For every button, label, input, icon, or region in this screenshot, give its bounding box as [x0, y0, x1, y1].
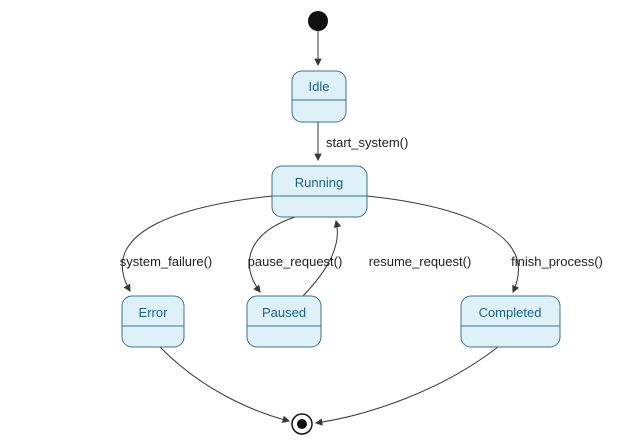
transition-arrow-error-to-final: [159, 346, 291, 424]
transition-label-system-failure: system_failure(): [120, 254, 212, 269]
final-state-icon: [291, 413, 313, 435]
transition-arrow-running-to-paused: [248, 216, 296, 293]
state-running-label: Running: [295, 175, 343, 190]
transition-arrow-paused-to-running: [302, 219, 342, 297]
transition-label-finish-process: finish_process(): [511, 254, 603, 269]
state-idle: Idle: [291, 70, 347, 123]
transition-label-resume-request: resume_request(): [369, 254, 472, 269]
transition-label-pause-request: pause_request(): [248, 254, 343, 269]
state-completed: Completed: [460, 295, 561, 348]
state-paused: Paused: [246, 295, 322, 348]
state-paused-label: Paused: [262, 305, 306, 320]
transition-arrow-completed-to-final: [314, 346, 499, 426]
transition-arrow-running-to-error: [122, 195, 273, 292]
initial-state-icon: [308, 11, 328, 31]
transition-label-start-system: start_system(): [326, 135, 408, 150]
state-error: Error: [121, 295, 185, 348]
transition-arrow-running-to-completed: [366, 195, 520, 294]
state-idle-label: Idle: [309, 79, 330, 94]
state-error-label: Error: [139, 305, 169, 320]
state-completed-label: Completed: [479, 305, 542, 320]
state-running: Running: [271, 165, 368, 218]
